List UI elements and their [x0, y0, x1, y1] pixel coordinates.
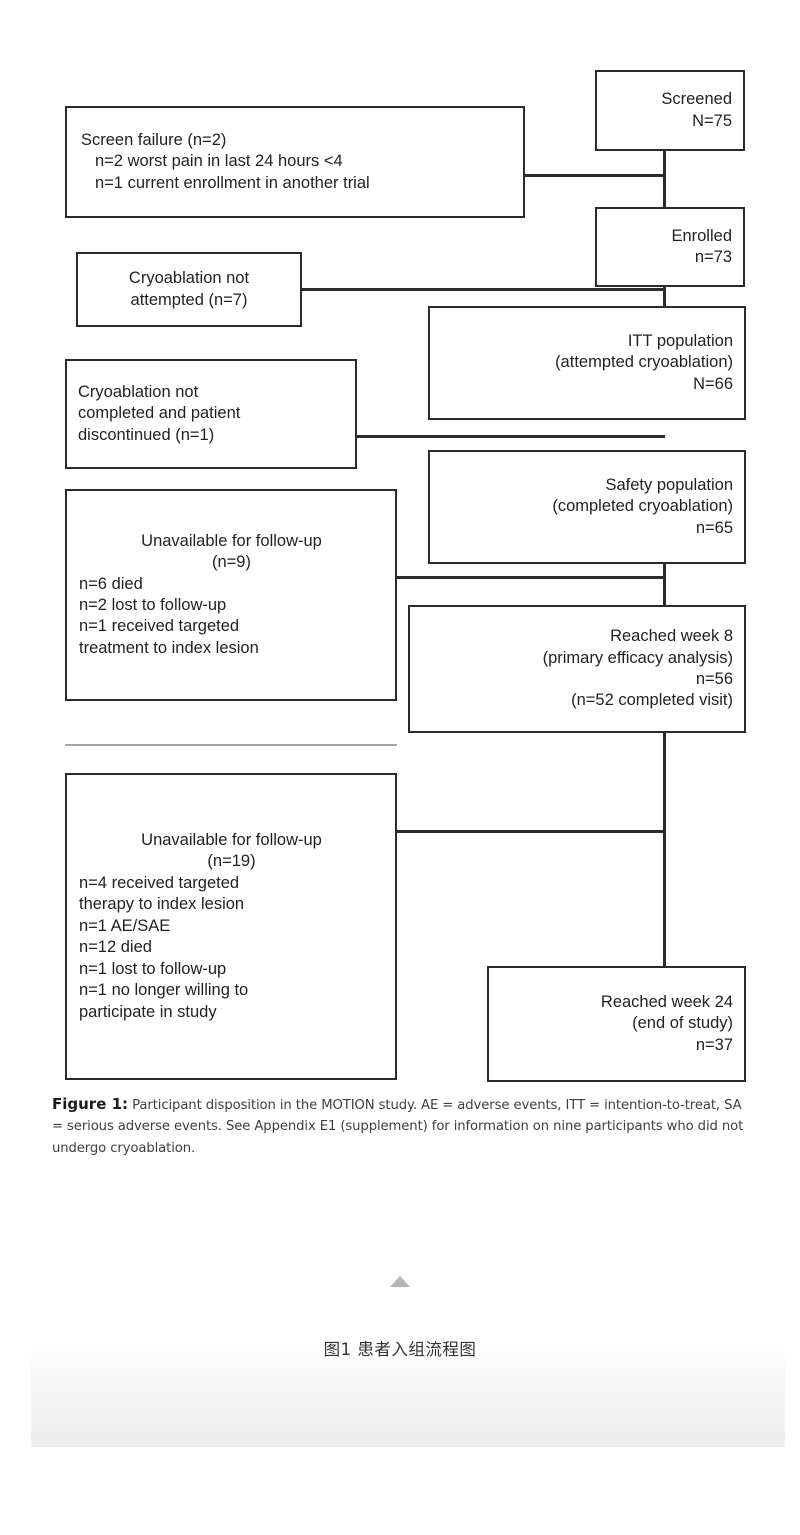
- figure-caption: Figure 1: Participant disposition in the…: [52, 1092, 752, 1159]
- node-week8-sublabel: (primary efficacy analysis): [542, 648, 733, 667]
- unavailable9-title: Unavailable for follow-up: [141, 531, 322, 550]
- consort-flow-diagram: Screened N=75 Enrolled n=73 ITT populati…: [65, 70, 746, 1082]
- node-itt-label: ITT population: [627, 331, 733, 350]
- node-week24-sublabel: (end of study): [632, 1014, 733, 1033]
- collapse-up-triangle-icon[interactable]: [384, 1270, 416, 1294]
- figure-caption-text: Participant disposition in the MOTION st…: [52, 1098, 744, 1156]
- connector-safety-to-week8: [663, 560, 666, 618]
- node-week8-label: Reached week 8: [610, 627, 733, 646]
- screen-failure-reason-2: n=1 current enrollment in another trial: [95, 173, 370, 192]
- unavailable9-reason-2: n=2 lost to follow-up: [79, 596, 227, 614]
- node-reached-week-24[interactable]: Reached week 24 (end of study) n=37: [487, 966, 746, 1082]
- cryo-not-completed-line-2: completed and patient: [78, 404, 241, 423]
- figure-caption-label: Figure 1:: [52, 1095, 129, 1113]
- unavailable19-count: (n=19): [207, 852, 256, 871]
- unavailable9-reason-3a: n=1 received targeted: [79, 617, 240, 636]
- node-itt-population[interactable]: ITT population (attempted cryoablation) …: [428, 306, 746, 420]
- node-unavailable-follow-up-9[interactable]: Unavailable for follow-up (n=9) n=6 died…: [65, 489, 397, 701]
- node-cryoablation-not-completed[interactable]: Cryoablation not completed and patient d…: [65, 359, 357, 469]
- node-itt-count: N=66: [693, 374, 733, 393]
- node-screen-failure[interactable]: Screen failure (n=2) n=2 worst pain in l…: [65, 106, 525, 218]
- node-safety-count: n=65: [695, 518, 733, 537]
- node-screened-count: N=75: [692, 111, 732, 130]
- node-screened[interactable]: Screened N=75: [595, 70, 745, 151]
- connector-safety-to-unavailable-9: [397, 576, 665, 579]
- unavailable19-reason-2: n=1 AE/SAE: [79, 916, 171, 935]
- node-enrolled[interactable]: Enrolled n=73: [595, 207, 745, 287]
- connector-enrolled-to-cryo-not-attempted: [302, 288, 665, 291]
- node-reached-week-8[interactable]: Reached week 8 (primary efficacy analysi…: [408, 605, 746, 733]
- node-week8-completed-visit: (n=52 completed visit): [571, 691, 733, 710]
- cryo-not-attempted-line-2: attempted (n=7): [130, 290, 248, 309]
- chinese-figure-caption: 图1 患者入组流程图: [323, 1340, 477, 1359]
- unavailable9-reason-1: n=6 died: [79, 574, 143, 593]
- node-enrolled-count: n=73: [694, 248, 732, 266]
- connector-itt-to-cryo-not-completed: [357, 435, 665, 438]
- node-safety-sublabel: (completed cryoablation): [552, 497, 733, 516]
- node-cryoablation-not-attempted[interactable]: Cryoablation not attempted (n=7): [76, 252, 302, 327]
- node-safety-population[interactable]: Safety population (completed cryoablatio…: [428, 450, 746, 564]
- triangle-up-icon: [390, 1276, 410, 1287]
- node-week24-count: n=37: [695, 1035, 733, 1054]
- node-screened-label: Screened: [661, 90, 732, 109]
- connector-screened-to-screen-failure: [523, 174, 665, 177]
- unavailable19-reason-1a: n=4 received targeted: [79, 873, 240, 892]
- node-week8-count: n=56: [695, 670, 733, 688]
- node-itt-sublabel: (attempted cryoablation): [555, 353, 733, 372]
- node-week24-label: Reached week 24: [600, 992, 733, 1011]
- section-divider-line: [65, 744, 397, 746]
- unavailable19-reason-5b: participate in study: [79, 1002, 217, 1021]
- unavailable19-reason-5a: n=1 no longer willing to: [79, 981, 249, 1000]
- unavailable19-reason-3: n=12 died: [79, 938, 152, 957]
- unavailable9-reason-3b: treatment to index lesion: [79, 638, 259, 657]
- unavailable9-count: (n=9): [212, 553, 251, 572]
- connector-week8-to-week24: [663, 730, 666, 970]
- screen-failure-title: Screen failure (n=2): [81, 130, 227, 149]
- unavailable19-reason-1b: therapy to index lesion: [79, 895, 245, 914]
- node-unavailable-follow-up-19[interactable]: Unavailable for follow-up (n=19) n=4 rec…: [65, 773, 397, 1080]
- unavailable19-title: Unavailable for follow-up: [141, 831, 322, 850]
- page-bottom-gray-panel: [31, 1342, 785, 1447]
- unavailable19-reason-4: n=1 lost to follow-up: [79, 959, 227, 978]
- cryo-not-completed-line-1: Cryoablation not: [78, 382, 199, 401]
- node-safety-label: Safety population: [605, 475, 733, 494]
- node-enrolled-label: Enrolled: [671, 226, 732, 245]
- screen-failure-reason-1: n=2 worst pain in last 24 hours <4: [95, 152, 343, 171]
- cryo-not-attempted-line-1: Cryoablation not: [128, 269, 250, 288]
- cryo-not-completed-line-3: discontinued (n=1): [78, 425, 215, 444]
- connector-screened-to-enrolled: [663, 150, 666, 212]
- connector-week8-to-unavailable-19: [397, 830, 665, 833]
